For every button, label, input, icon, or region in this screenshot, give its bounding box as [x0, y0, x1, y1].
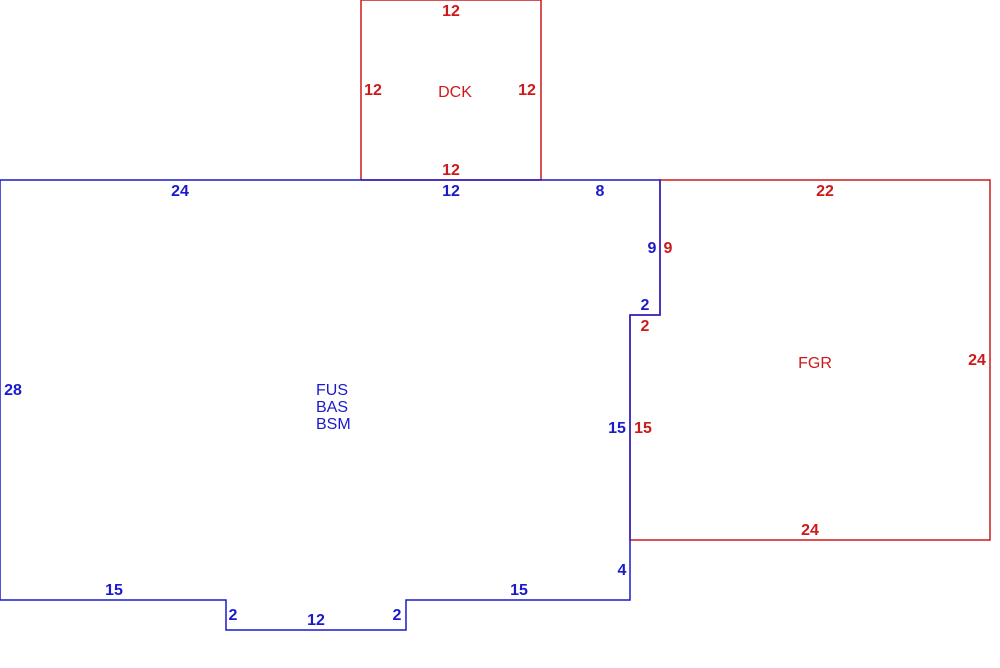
main-area-code-bas: BAS [316, 399, 348, 416]
deck-dim-right: 12 [518, 82, 536, 99]
main-dim-notch-bottom: 12 [307, 612, 325, 629]
deck-dim-left: 12 [364, 82, 382, 99]
main-dim-step-top: 2 [641, 297, 650, 314]
garage-dim-top: 22 [816, 183, 834, 200]
main-house-outline [0, 179, 661, 631]
garage-dim-right: 24 [968, 352, 986, 369]
deck-dim-bottom: 12 [442, 162, 460, 179]
main-dim-bottom-left: 15 [105, 582, 123, 599]
main-dim-left: 28 [4, 382, 22, 399]
garage-dim-left-mid: 15 [634, 420, 652, 437]
deck-dim-top: 12 [442, 3, 460, 20]
main-dim-notch-left: 2 [229, 607, 238, 624]
main-dim-right-lower: 4 [618, 562, 627, 579]
main-dim-bottom-right: 15 [510, 582, 528, 599]
main-dim-notch-right: 2 [393, 607, 402, 624]
main-area-code-bsm: BSM [316, 416, 351, 433]
main-dim-top-left: 24 [171, 183, 189, 200]
deck-area-code: DCK [438, 84, 472, 101]
garage-dim-left-upper: 9 [664, 240, 673, 257]
main-area-code-fus: FUS [316, 382, 348, 399]
main-dim-right-upper: 9 [648, 240, 657, 257]
garage-area-code: FGR [798, 355, 832, 372]
main-dim-right-mid: 15 [608, 420, 626, 437]
garage-dim-bottom: 24 [801, 522, 819, 539]
garage-dim-step: 2 [641, 318, 650, 335]
main-dim-top-right: 8 [596, 183, 605, 200]
main-dim-top-mid: 12 [442, 183, 460, 200]
